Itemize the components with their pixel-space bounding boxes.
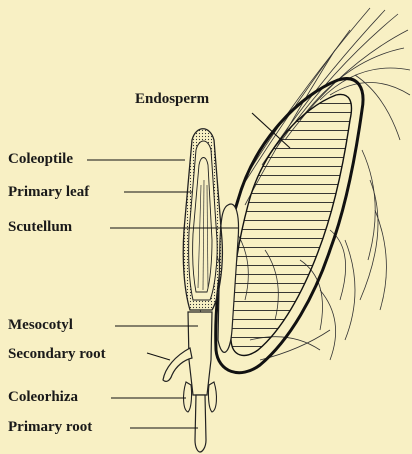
label-secondary-root: Secondary root xyxy=(8,346,106,362)
label-primary-leaf: Primary leaf xyxy=(8,184,89,200)
label-coleorhiza: Coleorhiza xyxy=(8,389,78,405)
label-coleoptile: Coleoptile xyxy=(8,151,73,167)
label-endosperm: Endosperm xyxy=(135,91,209,107)
secondary-root-shape xyxy=(163,348,192,381)
primary-root-shape xyxy=(195,395,206,452)
label-scutellum: Scutellum xyxy=(8,219,72,235)
label-primary-root: Primary root xyxy=(8,419,92,435)
label-mesocotyl: Mesocotyl xyxy=(8,317,73,333)
secondary-root-leader xyxy=(147,353,170,360)
